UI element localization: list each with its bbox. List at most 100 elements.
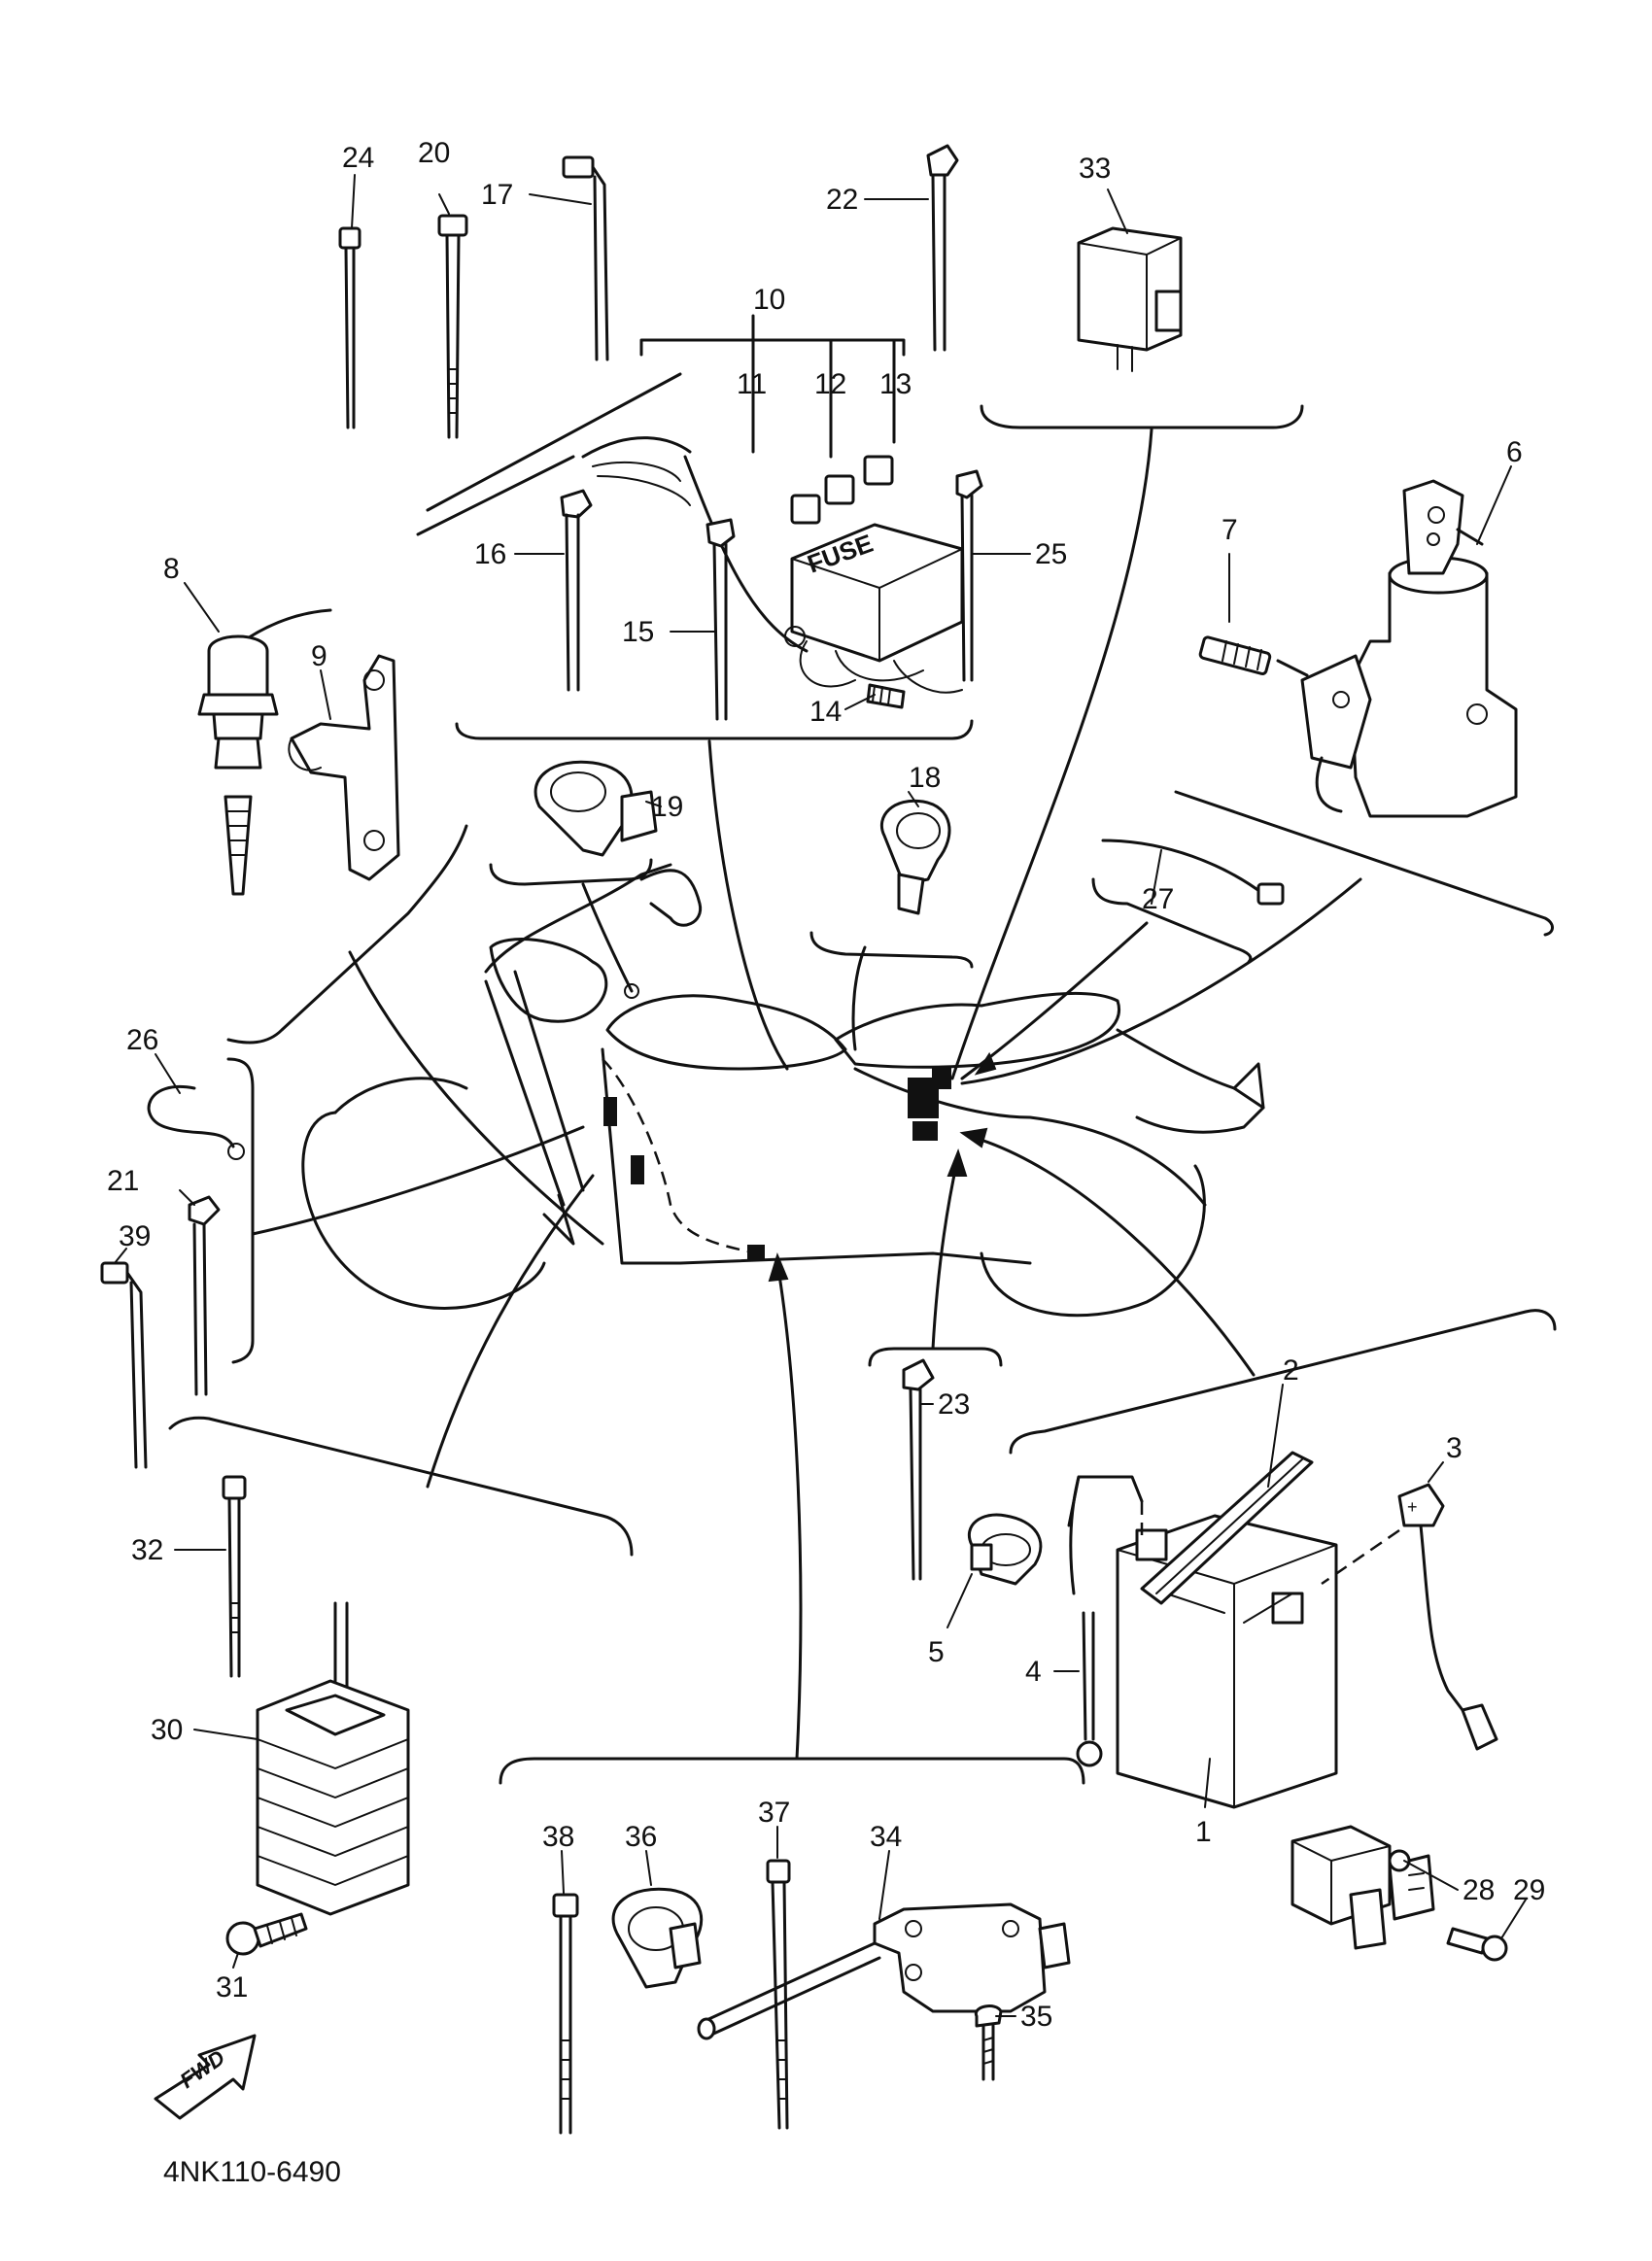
rectifier-30: [256, 1601, 410, 1916]
callout-14: 14: [809, 696, 842, 728]
callout-1: 1: [1195, 1816, 1212, 1848]
callout-29: 29: [1513, 1874, 1545, 1906]
bolt-35: [974, 2004, 1003, 2081]
callout-37: 37: [758, 1797, 790, 1829]
cable-tie-15: [706, 518, 736, 548]
fuse-11: [790, 494, 821, 525]
callout-12: 12: [814, 368, 846, 400]
sensor-8: [197, 608, 332, 896]
frame: [601, 1047, 1032, 1265]
callout-16: 16: [474, 538, 506, 570]
negative-lead-4: [1067, 1475, 1144, 1767]
starter-relay-28: [1291, 1825, 1435, 1950]
positive-terminal-mark: +: [1407, 1497, 1418, 1517]
callout-4: 4: [1025, 1656, 1042, 1688]
callout-10: 10: [753, 284, 785, 316]
fwd-arrow-icon: FWD: [154, 2034, 257, 2120]
battery-1: [1116, 1514, 1338, 1809]
handlebar-grip: [639, 869, 703, 927]
cable-tie-38: [552, 1893, 579, 2135]
callout-28: 28: [1463, 1874, 1495, 1906]
rear-fender: [1116, 1028, 1265, 1134]
callout-leaders: [114, 174, 1527, 2017]
callout-24: 24: [342, 142, 374, 174]
bolt-14: [866, 683, 906, 709]
band-19: [533, 760, 658, 857]
callout-5: 5: [928, 1636, 945, 1668]
callout-13: 13: [879, 368, 912, 400]
callout-38: 38: [542, 1821, 574, 1853]
band-5: [968, 1513, 1043, 1586]
callout-25: 25: [1035, 538, 1067, 570]
callout-39: 39: [119, 1220, 151, 1252]
sidestand-switch-34: [697, 1902, 1071, 2040]
wire-harness: [602, 1058, 759, 1255]
callout-8: 8: [163, 553, 180, 585]
callout-31: 31: [216, 1971, 248, 2004]
cable-tie-23: [902, 1358, 935, 1581]
battery-band-2: [1140, 1451, 1314, 1605]
ignition-key: [1402, 479, 1464, 575]
handlebar: [484, 863, 672, 974]
callout-23: 23: [938, 1388, 970, 1421]
mirror-mount: [624, 983, 639, 999]
callout-3: 3: [1446, 1432, 1463, 1464]
callout-20: 20: [418, 137, 450, 169]
callout-7: 7: [1222, 514, 1238, 546]
callout-33: 33: [1079, 153, 1111, 185]
callout-6: 6: [1506, 436, 1523, 468]
band-26: [147, 1084, 245, 1160]
band-36: [611, 1887, 704, 1989]
leader-lines: [168, 404, 1557, 1785]
callout-17: 17: [481, 179, 513, 211]
cable-tie-16: [560, 489, 593, 519]
cable-tie-20: [437, 214, 468, 439]
switch-bracket: [1300, 654, 1372, 770]
fuse-box: [790, 523, 964, 663]
cable-tie-22: [926, 144, 959, 352]
callout-32: 32: [131, 1534, 163, 1566]
arrow-head: [768, 1252, 789, 1283]
cable-tie-25: [955, 469, 983, 499]
front-cowl: [489, 938, 608, 1023]
callout-9: 9: [311, 640, 327, 672]
main-switch-6: [1198, 479, 1518, 818]
relay-33: [1077, 226, 1183, 372]
callout-18: 18: [909, 762, 941, 794]
fuse-13: [863, 455, 894, 486]
bracket-9: [288, 654, 400, 881]
cable-tie-39: [100, 1261, 148, 1469]
cable-tie-24: [338, 226, 361, 429]
callout-35: 35: [1020, 2001, 1052, 2033]
motorcycle-outline: [301, 863, 1265, 1318]
rear-wheel: [980, 1164, 1206, 1318]
cable-tie-32: [222, 1475, 247, 1678]
cable-tie-17: [562, 155, 609, 361]
wire-27: [1101, 839, 1285, 906]
fuse-12: [824, 474, 855, 505]
bolt-31: [225, 1912, 308, 1956]
callout-19: 19: [651, 791, 683, 823]
callout-36: 36: [625, 1821, 657, 1853]
bolt-29: [1446, 1927, 1508, 1962]
callout-2: 2: [1283, 1354, 1299, 1387]
positive-lead-3: +: [1321, 1483, 1498, 1751]
callout-numbers: 1 2 3 4 5 6 7 8 9 10 11 12 13 14 15 16 1…: [107, 137, 1545, 2033]
fuel-tank: [605, 994, 847, 1071]
seat: [834, 991, 1120, 1069]
band-18: [879, 799, 951, 915]
cable-tie-21: [188, 1195, 221, 1396]
front-wheel: [301, 1111, 546, 1310]
callout-22: 22: [826, 184, 858, 216]
callout-15: 15: [622, 616, 654, 648]
diagram-code: 4NK110-6490: [163, 2156, 341, 2188]
callout-21: 21: [107, 1165, 139, 1197]
front-fork: [484, 970, 585, 1207]
callout-11: 11: [737, 368, 767, 400]
cable-tie-37: [766, 1859, 791, 2130]
callout-30: 30: [151, 1714, 183, 1746]
callout-34: 34: [870, 1821, 902, 1853]
callout-26: 26: [126, 1024, 158, 1056]
